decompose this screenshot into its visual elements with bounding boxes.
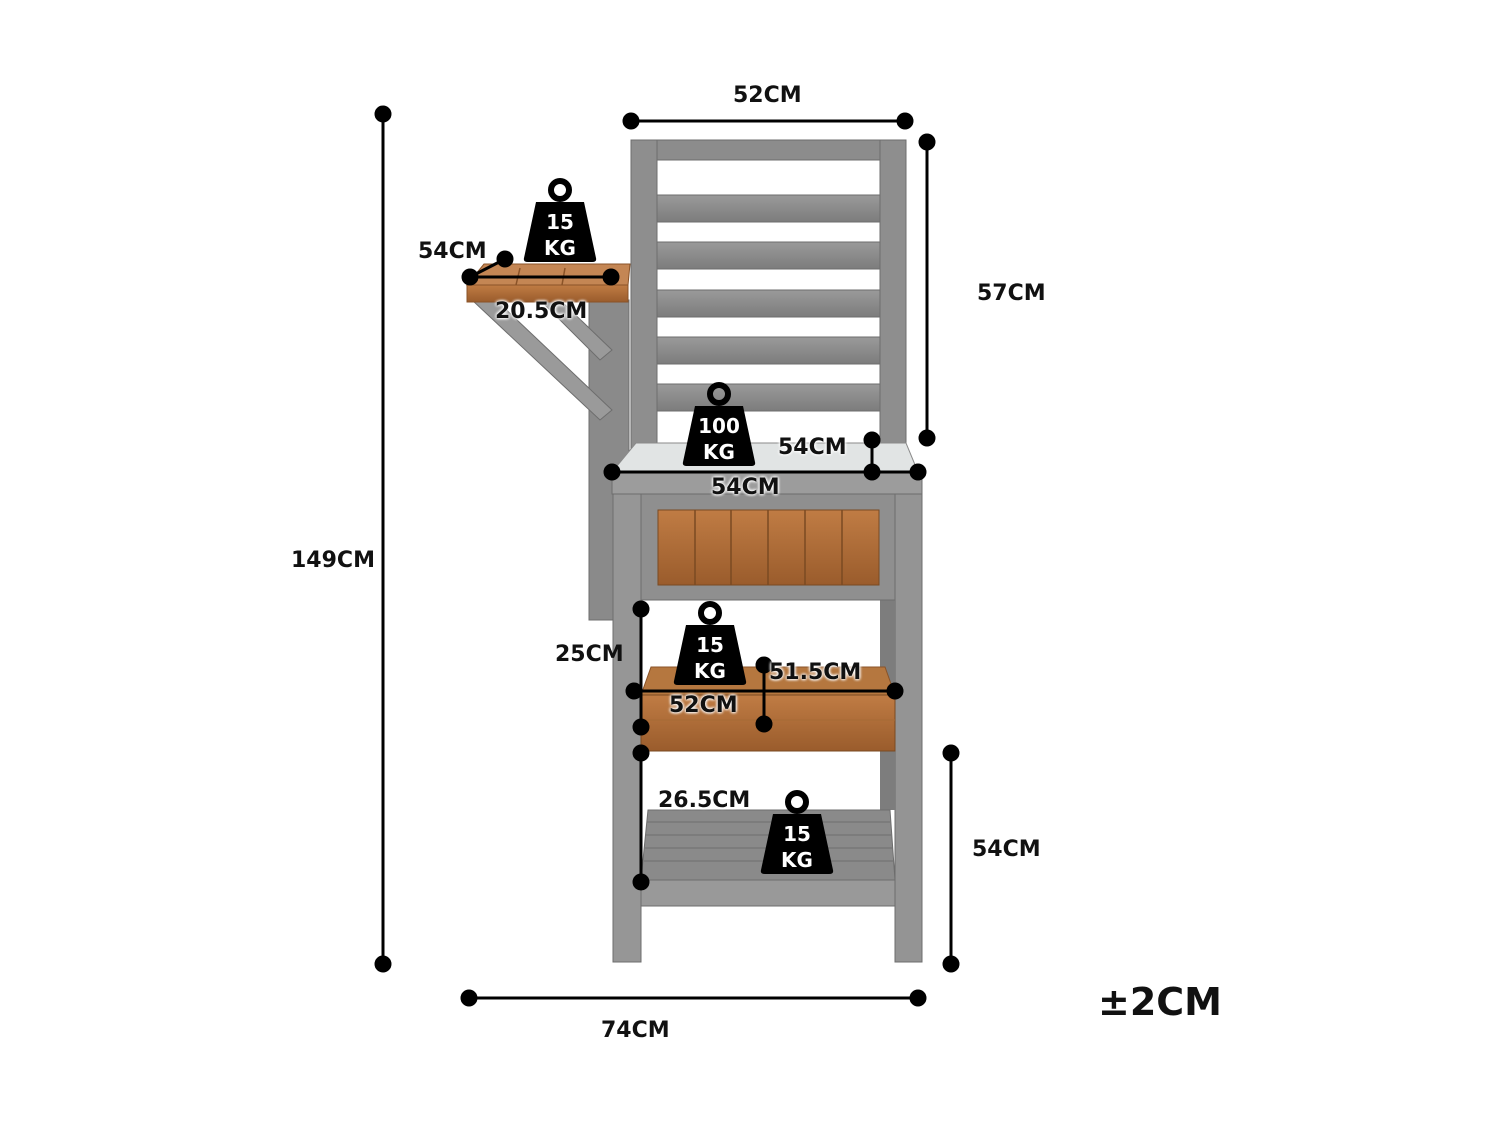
middle-shelf-load-value: 15 [696, 633, 724, 657]
weight-icon-side-shelf: 15 KG [522, 178, 598, 270]
side-shelf-length-label: 54CM [418, 239, 487, 264]
table-width-label: 54CM [711, 475, 780, 500]
leg-height-label: 54CM [972, 837, 1041, 862]
side-shelf-load-unit: KG [544, 236, 576, 260]
lower-gap-label: 26.5CM [658, 788, 751, 813]
bottom-shelf-load-unit: KG [781, 848, 813, 872]
side-shelf-load-value: 15 [546, 210, 574, 234]
weight-icon-tabletop: 100 KG [681, 382, 757, 474]
middle-gap-label: 25CM [555, 642, 624, 667]
tabletop-load-unit: KG [703, 440, 735, 464]
side-shelf-width-label: 20.5CM [495, 299, 588, 324]
middle-shelf-depth-label: 51.5CM [769, 660, 862, 685]
middle-shelf-width-label: 52CM [669, 693, 738, 718]
total-width-label: 74CM [601, 1018, 670, 1043]
bottom-shelf-load-value: 15 [783, 822, 811, 846]
weight-icon-middle-shelf: 15 KG [672, 601, 748, 693]
tabletop-load-value: 100 [698, 414, 740, 438]
back-height-label: 57CM [977, 281, 1046, 306]
middle-shelf-load-unit: KG [694, 659, 726, 683]
tolerance-label: ±2CM [1098, 980, 1222, 1024]
total-height-label: 149CM [291, 548, 375, 573]
dimension-lines [374, 105, 960, 1007]
weight-icon-bottom-shelf: 15 KG [759, 790, 835, 882]
table-depth-label: 54CM [778, 435, 847, 460]
top-width-label: 52CM [733, 83, 802, 108]
